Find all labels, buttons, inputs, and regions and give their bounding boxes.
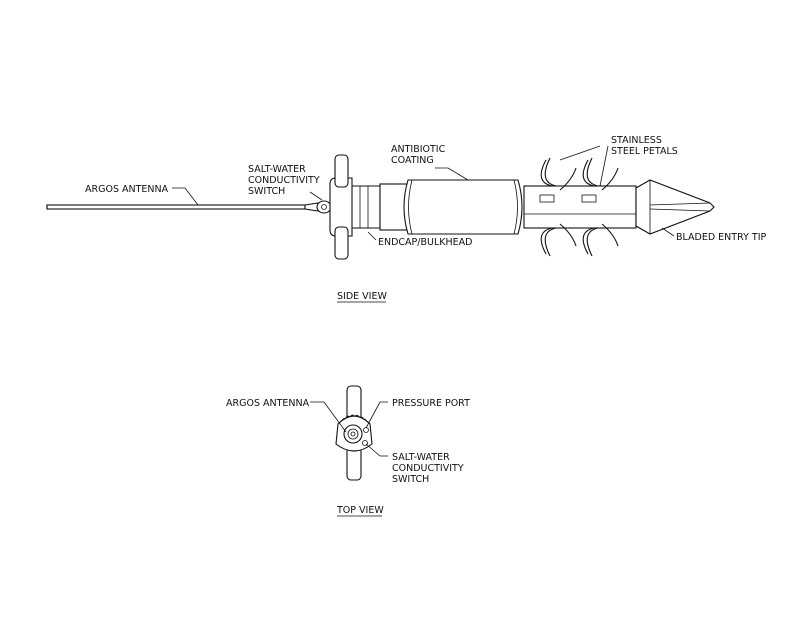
bladed-entry-tip [635, 179, 715, 235]
label-switch-line3: SWITCH [248, 186, 285, 197]
salt-water-switch [316, 200, 332, 214]
label-switch-line1: SALT-WATER [248, 164, 306, 175]
stainless-steel-petals [540, 157, 619, 257]
label-coating-line1: ANTIBIOTIC [391, 144, 446, 155]
top-label-switch-line2: CONDUCTIVITY [392, 463, 464, 474]
label-coating-line2: COATING [391, 155, 434, 166]
antibiotic-coating-sleeve [403, 179, 523, 235]
salt-water-switch-top [362, 440, 368, 446]
top-label-argos-antenna: ARGOS ANTENNA [226, 398, 310, 409]
side-view-leaders [172, 145, 675, 241]
top-view-hub [335, 414, 373, 452]
label-petals-line2: STEEL PETALS [611, 146, 678, 157]
label-switch-line2: CONDUCTIVITY [248, 175, 320, 186]
petal-section-body [523, 185, 637, 229]
argos-antenna-rod [46, 202, 319, 212]
label-argos-antenna: ARGOS ANTENNA [85, 184, 169, 195]
side-view-title: SIDE VIEW [337, 291, 387, 302]
top-label-pressure-port: PRESSURE PORT [392, 398, 470, 409]
top-label-switch-line3: SWITCH [392, 474, 429, 485]
top-view-leaders [310, 401, 388, 457]
endcap-bulkhead [329, 154, 409, 260]
label-petals-line1: STAINLESS [611, 135, 662, 146]
label-endcap: ENDCAP/BULKHEAD [378, 237, 472, 248]
top-view-flange [346, 385, 362, 481]
side-view: ARGOS ANTENNA SALT-WATER CONDUCTIVITY SW… [46, 135, 767, 303]
top-view: ARGOS ANTENNA PRESSURE PORT SALT-WATER C… [226, 385, 470, 517]
top-label-switch-line1: SALT-WATER [392, 452, 450, 463]
top-view-title: TOP VIEW [336, 505, 384, 516]
label-tip: BLADED ENTRY TIP [676, 232, 767, 243]
